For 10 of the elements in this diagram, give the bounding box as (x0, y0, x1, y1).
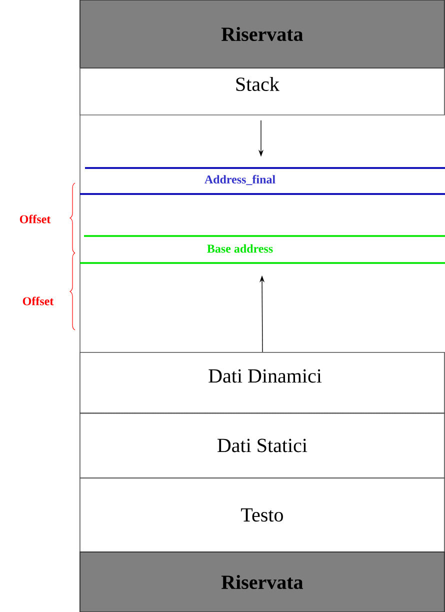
memory-segment: Dati Dinamici (80, 352, 445, 414)
memory-segment: Testo (80, 478, 445, 552)
reserved-segment: Riservata (79, 552, 445, 612)
memory-segment: Dati Statici (80, 412, 445, 478)
reserved-segment: Riservata (79, 0, 445, 68)
offset-label: Offset (20, 214, 51, 224)
offset-label: Offset (22, 296, 54, 306)
address-band: Base address (80, 235, 445, 264)
address-band: Address_final (80, 167, 445, 195)
stack-segment: Stack (80, 68, 445, 116)
